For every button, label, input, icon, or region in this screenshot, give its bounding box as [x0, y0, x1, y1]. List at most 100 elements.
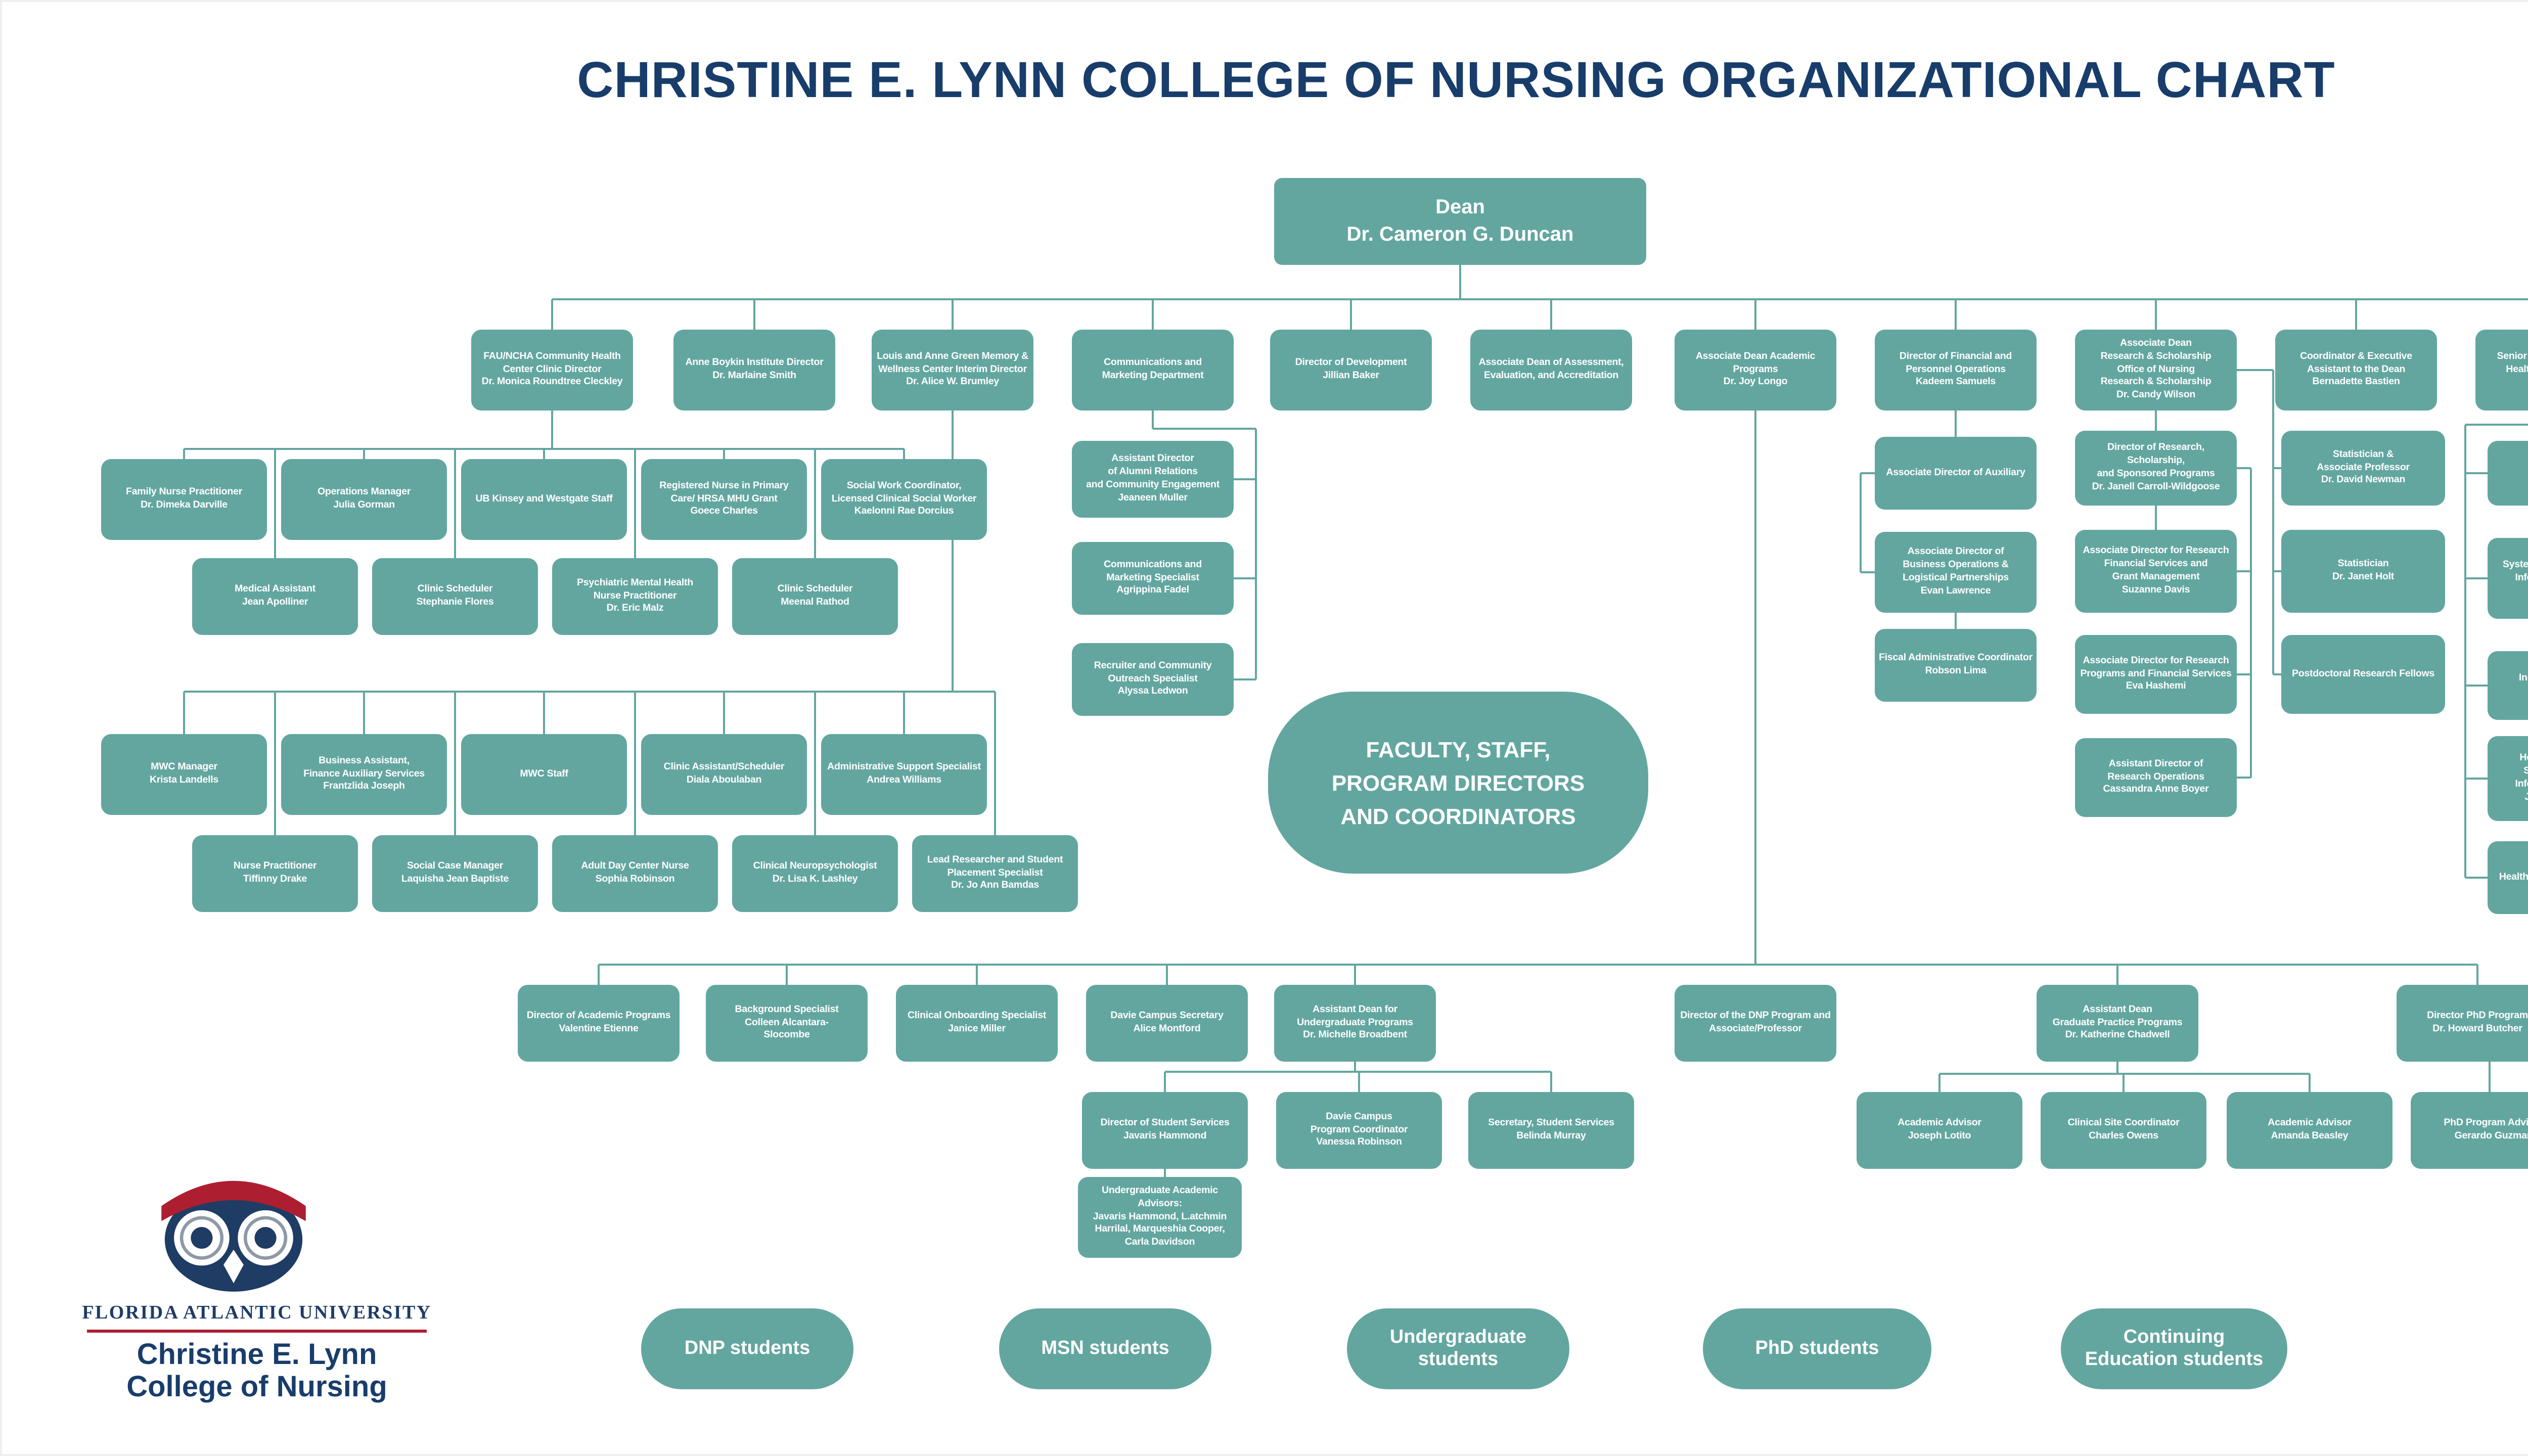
connector-line — [543, 692, 545, 734]
org-node-clinical-site-coordinator: Clinical Site Coordinator Charles Owens — [2041, 1092, 2206, 1169]
org-node-assoc-director-business-ops: Associate Director of Business Operation… — [1875, 532, 2037, 613]
connector-line — [551, 299, 553, 330]
logo-university-name: FLORIDA ATLANTIC UNIVERSITY — [82, 1302, 432, 1324]
fau-owl-logo — [161, 1180, 306, 1292]
connector-line — [363, 692, 365, 734]
org-node-postdoctoral-fellows: Postdoctoral Research Fellows — [2281, 635, 2445, 714]
connector-line — [1358, 1072, 1360, 1092]
connector-line — [454, 692, 456, 835]
connector-line — [551, 411, 553, 449]
connector-line — [2273, 570, 2281, 572]
org-node-assoc-dir-research-financial: Associate Director for Research Financia… — [2075, 530, 2237, 613]
org-node-mwc-staff: MWC Staff — [461, 734, 627, 815]
connector-line — [2237, 570, 2251, 572]
org-node-phd-program-advisor: PhD Program Advisor Gerardo Guzman — [2411, 1092, 2528, 1169]
org-node-ub-kinsey-westgate-staff: UB Kinsey and Westgate Staff — [461, 459, 627, 540]
org-node-marketing-specialist: Communications and Marketing Specialist … — [1072, 542, 1234, 615]
org-node-medical-assistant: Medical Assistant Jean Apolliner — [192, 558, 358, 635]
connector-line — [1550, 1072, 1552, 1092]
connector-line — [1153, 428, 1256, 430]
connector-line — [1861, 472, 1875, 474]
org-node-background-specialist: Background Specialist Colleen Alcantara-… — [706, 985, 868, 1062]
connector-line — [2465, 424, 2528, 426]
org-node-clinic-assistant-scheduler: Clinic Assistant/Scheduler Diala Aboulab… — [641, 734, 807, 815]
connector-line — [2465, 778, 2488, 780]
org-node-web-developer: Web Developerr Craig Lasrado — [2488, 441, 2528, 506]
connector-line — [786, 965, 788, 985]
connector-line — [952, 411, 954, 692]
org-node-admin-support-specialist: Administrative Support Specialist Andrea… — [821, 734, 987, 815]
connector-line — [1459, 265, 1461, 299]
connector-line — [952, 299, 954, 330]
org-node-business-assistant: Business Assistant, Finance Auxiliary Se… — [281, 734, 447, 815]
org-node-senior-exec-director-healthit: Senior Executive Director, HealthIT & Op… — [2475, 330, 2528, 411]
connector-line — [2155, 299, 2157, 330]
connector-line — [184, 691, 995, 693]
connector-line — [1354, 965, 1356, 985]
org-node-dean: Dean Dr. Cameron G. Duncan — [1274, 178, 1646, 265]
connector-line — [1754, 411, 1756, 965]
org-node-boykin-institute-director: Anne Boykin Institute Director Dr. Marla… — [673, 330, 835, 411]
connector-line — [1152, 299, 1154, 330]
org-node-director-research-sponsored: Director of Research, Scholarship, and S… — [2075, 431, 2237, 506]
connector-line — [2273, 467, 2281, 469]
connector-line — [2123, 1074, 2125, 1092]
org-node-clinical-neuropsychologist: Clinical Neuropsychologist Dr. Lisa K. L… — [732, 835, 898, 912]
connector-line — [2309, 1074, 2311, 1092]
org-node-assoc-dean-assessment: Associate Dean of Assessment, Evaluation… — [1470, 330, 1632, 411]
connector-line — [1955, 613, 1957, 629]
org-node-lead-researcher: Lead Researcher and Student Placement Sp… — [912, 835, 1078, 912]
org-node-adult-day-center-nurse: Adult Day Center Nurse Sophia Robinson — [552, 835, 718, 912]
connector-line — [599, 964, 2477, 966]
org-node-academic-advisor-lotito: Academic Advisor Joseph Lotito — [1857, 1092, 2022, 1169]
connector-line — [1550, 299, 1552, 330]
connector-line — [723, 692, 725, 734]
connector-line — [2476, 965, 2478, 985]
connector-line — [1754, 299, 1756, 330]
connector-line — [1255, 429, 1257, 679]
org-node-assoc-director-auxiliary: Associate Director of Auxiliary — [1875, 437, 2037, 510]
connector-line — [814, 449, 816, 558]
org-node-recruiter-outreach: Recruiter and Community Outreach Special… — [1072, 643, 1234, 716]
connector-line — [2465, 685, 2488, 687]
org-node-clinic-scheduler-flores: Clinic Scheduler Stephanie Flores — [372, 558, 538, 635]
connector-line — [363, 449, 365, 459]
connector-line — [1860, 473, 1862, 572]
connector-line — [2464, 425, 2466, 878]
connector-line — [2465, 877, 2488, 879]
org-node-assoc-dean-academic-programs: Associate Dean Academic Programs Dr. Joy… — [1675, 330, 1836, 411]
connector-line — [1164, 1072, 1166, 1092]
connector-line — [183, 449, 185, 459]
org-node-assoc-dir-research-programs: Associate Director for Research Programs… — [2075, 635, 2237, 714]
page-title: CHRISTINE E. LYNN COLLEGE OF NURSING ORG… — [577, 52, 2335, 108]
org-node-operations-manager: Operations Manager Julia Gorman — [281, 459, 447, 540]
connector-line — [1955, 299, 1957, 330]
connector-line — [552, 298, 2528, 300]
org-node-undergraduate-advisors: Undergraduate Academic Advisors: Javaris… — [1078, 1177, 1242, 1258]
org-node-director-dnp-program: Director of the DNP Program and Associat… — [1675, 985, 1836, 1062]
connector-line — [2355, 299, 2357, 330]
connector-line — [2237, 467, 2251, 469]
connector-line — [1938, 1074, 1940, 1092]
org-node-social-case-manager: Social Case Manager Laquisha Jean Baptis… — [372, 835, 538, 912]
connector-line — [2116, 965, 2118, 985]
org-node-clinic-scheduler-rathod: Clinic Scheduler Meenal Rathod — [732, 558, 898, 635]
connector-line — [1350, 299, 1352, 330]
org-node-fiscal-admin-coordinator: Fiscal Administrative Coordinator Robson… — [1875, 629, 2037, 702]
connector-line — [1939, 1073, 2310, 1075]
connector-line — [1234, 577, 1256, 579]
org-node-clinical-onboarding-specialist: Clinical Onboarding Specialist Janice Mi… — [896, 985, 1058, 1062]
org-node-psychiatric-np: Psychiatric Mental Health Nurse Practiti… — [552, 558, 718, 635]
org-node-davie-campus-secretary: Davie Campus Secretary Alice Montford — [1086, 985, 1248, 1062]
connector-line — [814, 692, 816, 835]
connector-line — [543, 449, 545, 459]
connector-line — [184, 448, 904, 450]
connector-line — [634, 692, 636, 835]
connector-line — [2272, 370, 2274, 674]
connector-line — [1164, 1169, 1166, 1177]
connector-line — [274, 692, 276, 835]
connector-line — [2155, 506, 2157, 530]
connector-line — [1166, 965, 1168, 985]
org-node-asst-dean-undergraduate: Assistant Dean for Undergraduate Program… — [1274, 985, 1436, 1062]
